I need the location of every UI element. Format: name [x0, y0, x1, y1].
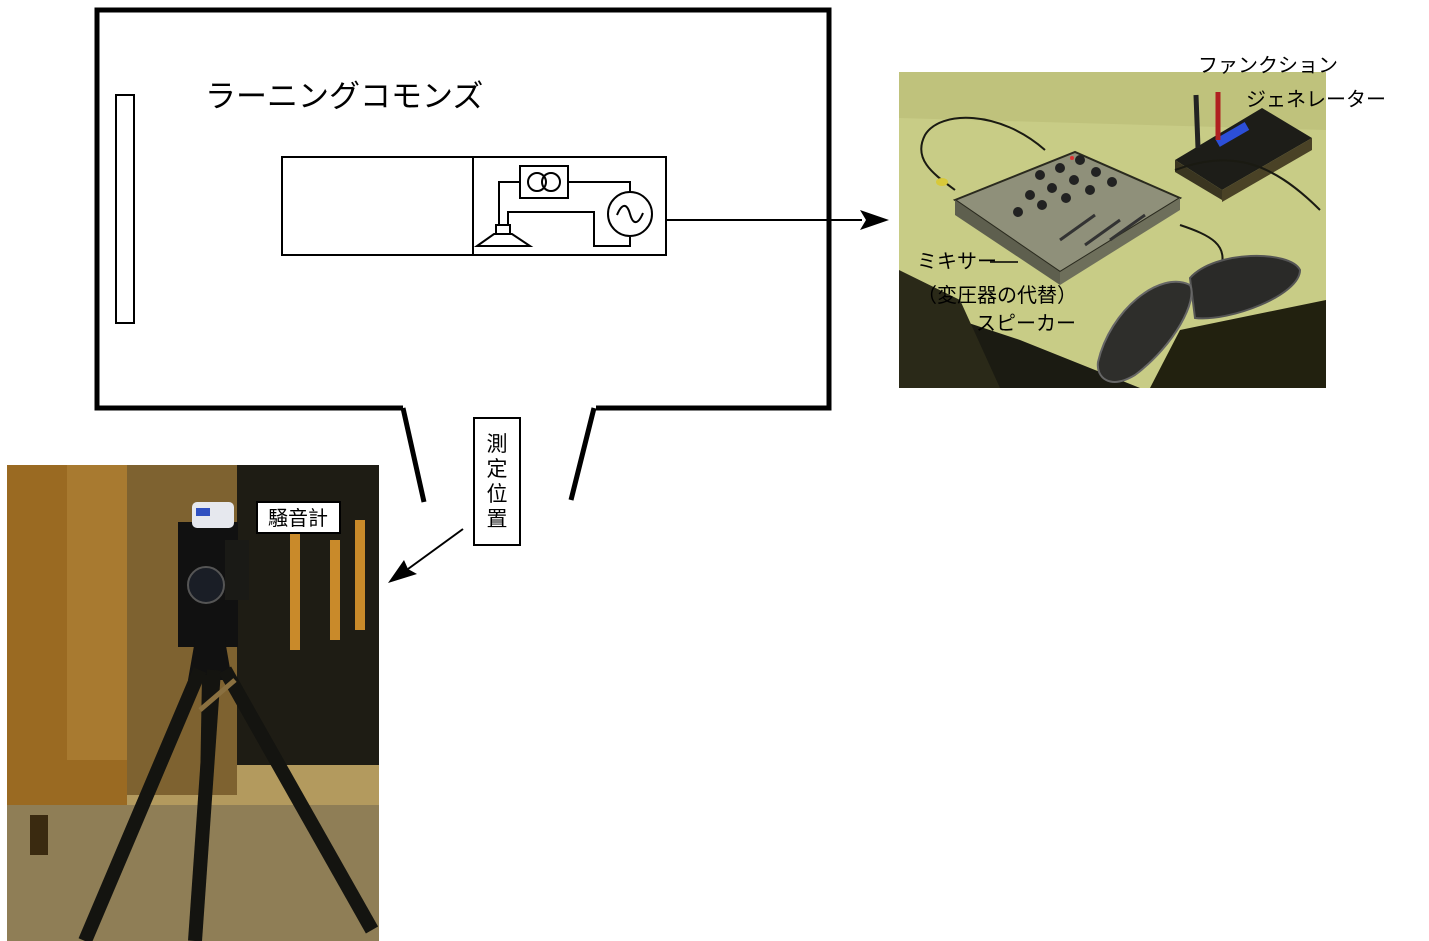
sound-level-meter-label-box — [256, 501, 341, 534]
ac-source-symbol — [607, 191, 653, 237]
function-generator-label-line2: ジェネレーター — [1246, 87, 1386, 111]
measurement-char-4: 置 — [487, 507, 508, 531]
transformer-coil-left — [527, 172, 547, 192]
entrance-line-right — [568, 407, 597, 501]
sound-level-meter-label: 騒音計 — [268, 506, 328, 530]
function-generator-label-line1: ファンクション — [1198, 53, 1338, 77]
sine-wave-icon — [616, 204, 644, 224]
mixer-label: ミキサー — [917, 249, 997, 273]
mixer-device — [952, 150, 1183, 285]
transformer-coil-right — [541, 172, 561, 192]
speaker-label: スピーカー — [976, 311, 1076, 335]
arrow-to-meter-photo — [407, 528, 464, 570]
wire-transformer-to-generator — [568, 181, 631, 192]
measurement-char-1: 測 — [487, 432, 508, 456]
entrance-line-left — [400, 407, 427, 503]
measurement-label-box — [473, 417, 521, 546]
speaker-device — [1096, 254, 1302, 383]
wall-partition — [115, 94, 135, 324]
circuit-schematic — [473, 165, 653, 247]
room-label: ラーニングコモンズ — [205, 79, 483, 115]
equipment-table — [281, 156, 889, 256]
room-plan: ラーニングコモンズ — [94, 7, 832, 503]
wire-transformer-to-speaker — [498, 181, 520, 225]
meter-photo — [7, 465, 379, 941]
room-outline — [94, 7, 832, 411]
wire-speaker-to-generator — [507, 211, 631, 247]
measurement-char-2: 定 — [487, 457, 508, 481]
arrow-head-right — [860, 210, 889, 230]
speaker-symbol-cone — [473, 233, 534, 247]
arrow-head-down-left — [388, 560, 417, 583]
measurement-position: 測 定 位 置 — [388, 417, 521, 583]
equipment-photo — [899, 72, 1326, 388]
mixer-note: （変圧器の代替） — [917, 283, 1077, 307]
measurement-char-3: 位 — [487, 482, 508, 506]
